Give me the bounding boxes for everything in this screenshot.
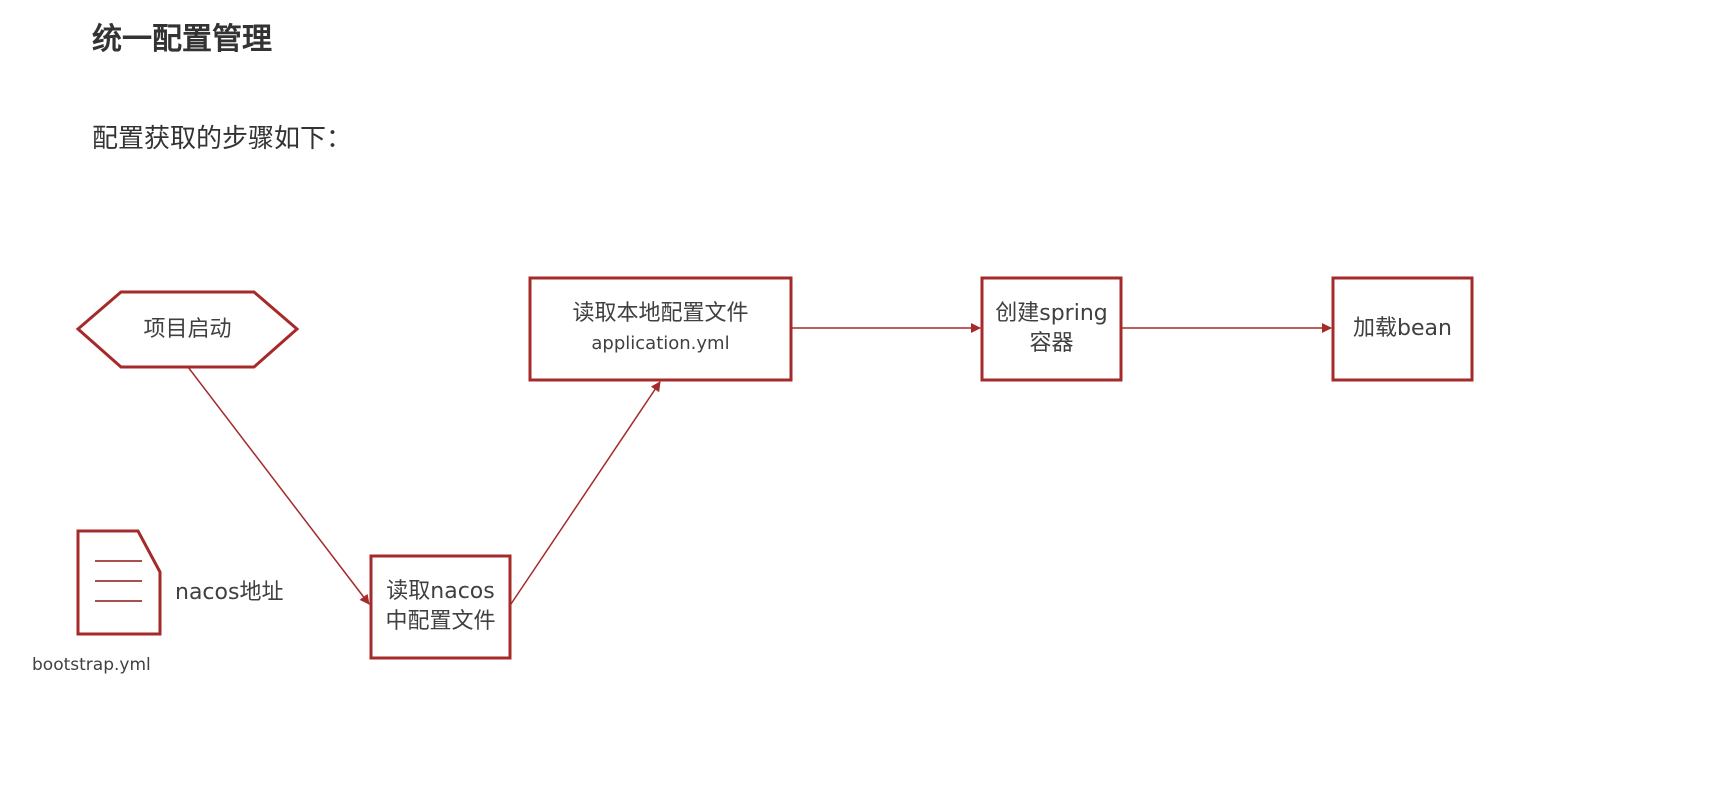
node-start-label: 项目启动 [143,316,232,342]
read-nacos-box [369,554,512,660]
arrow-nacos-to-local [510,381,661,605]
nacos-address-note: nacos地址 [175,580,284,605]
load-bean-box [1331,276,1474,382]
read-local-box [528,276,793,382]
node-read-local-file: application.yml [591,333,730,354]
node-load-bean-label: 加载bean [1353,316,1452,341]
node-create-spring-label: 创建spring容器 [995,301,1108,356]
document-icon [76,529,162,636]
node-read-nacos-label: 读取nacos中配置文件 [385,579,496,634]
arrow-start-to-nacos [187,366,370,605]
subtitle: 配置获取的步骤如下： [92,124,353,154]
create-spring-box [980,276,1123,382]
page-title: 统一配置管理 [92,22,272,57]
bootstrap-filename: bootstrap.yml [32,655,151,675]
node-read-local-label: 读取本地配置文件 [572,301,749,326]
start-hexagon [75,290,300,369]
